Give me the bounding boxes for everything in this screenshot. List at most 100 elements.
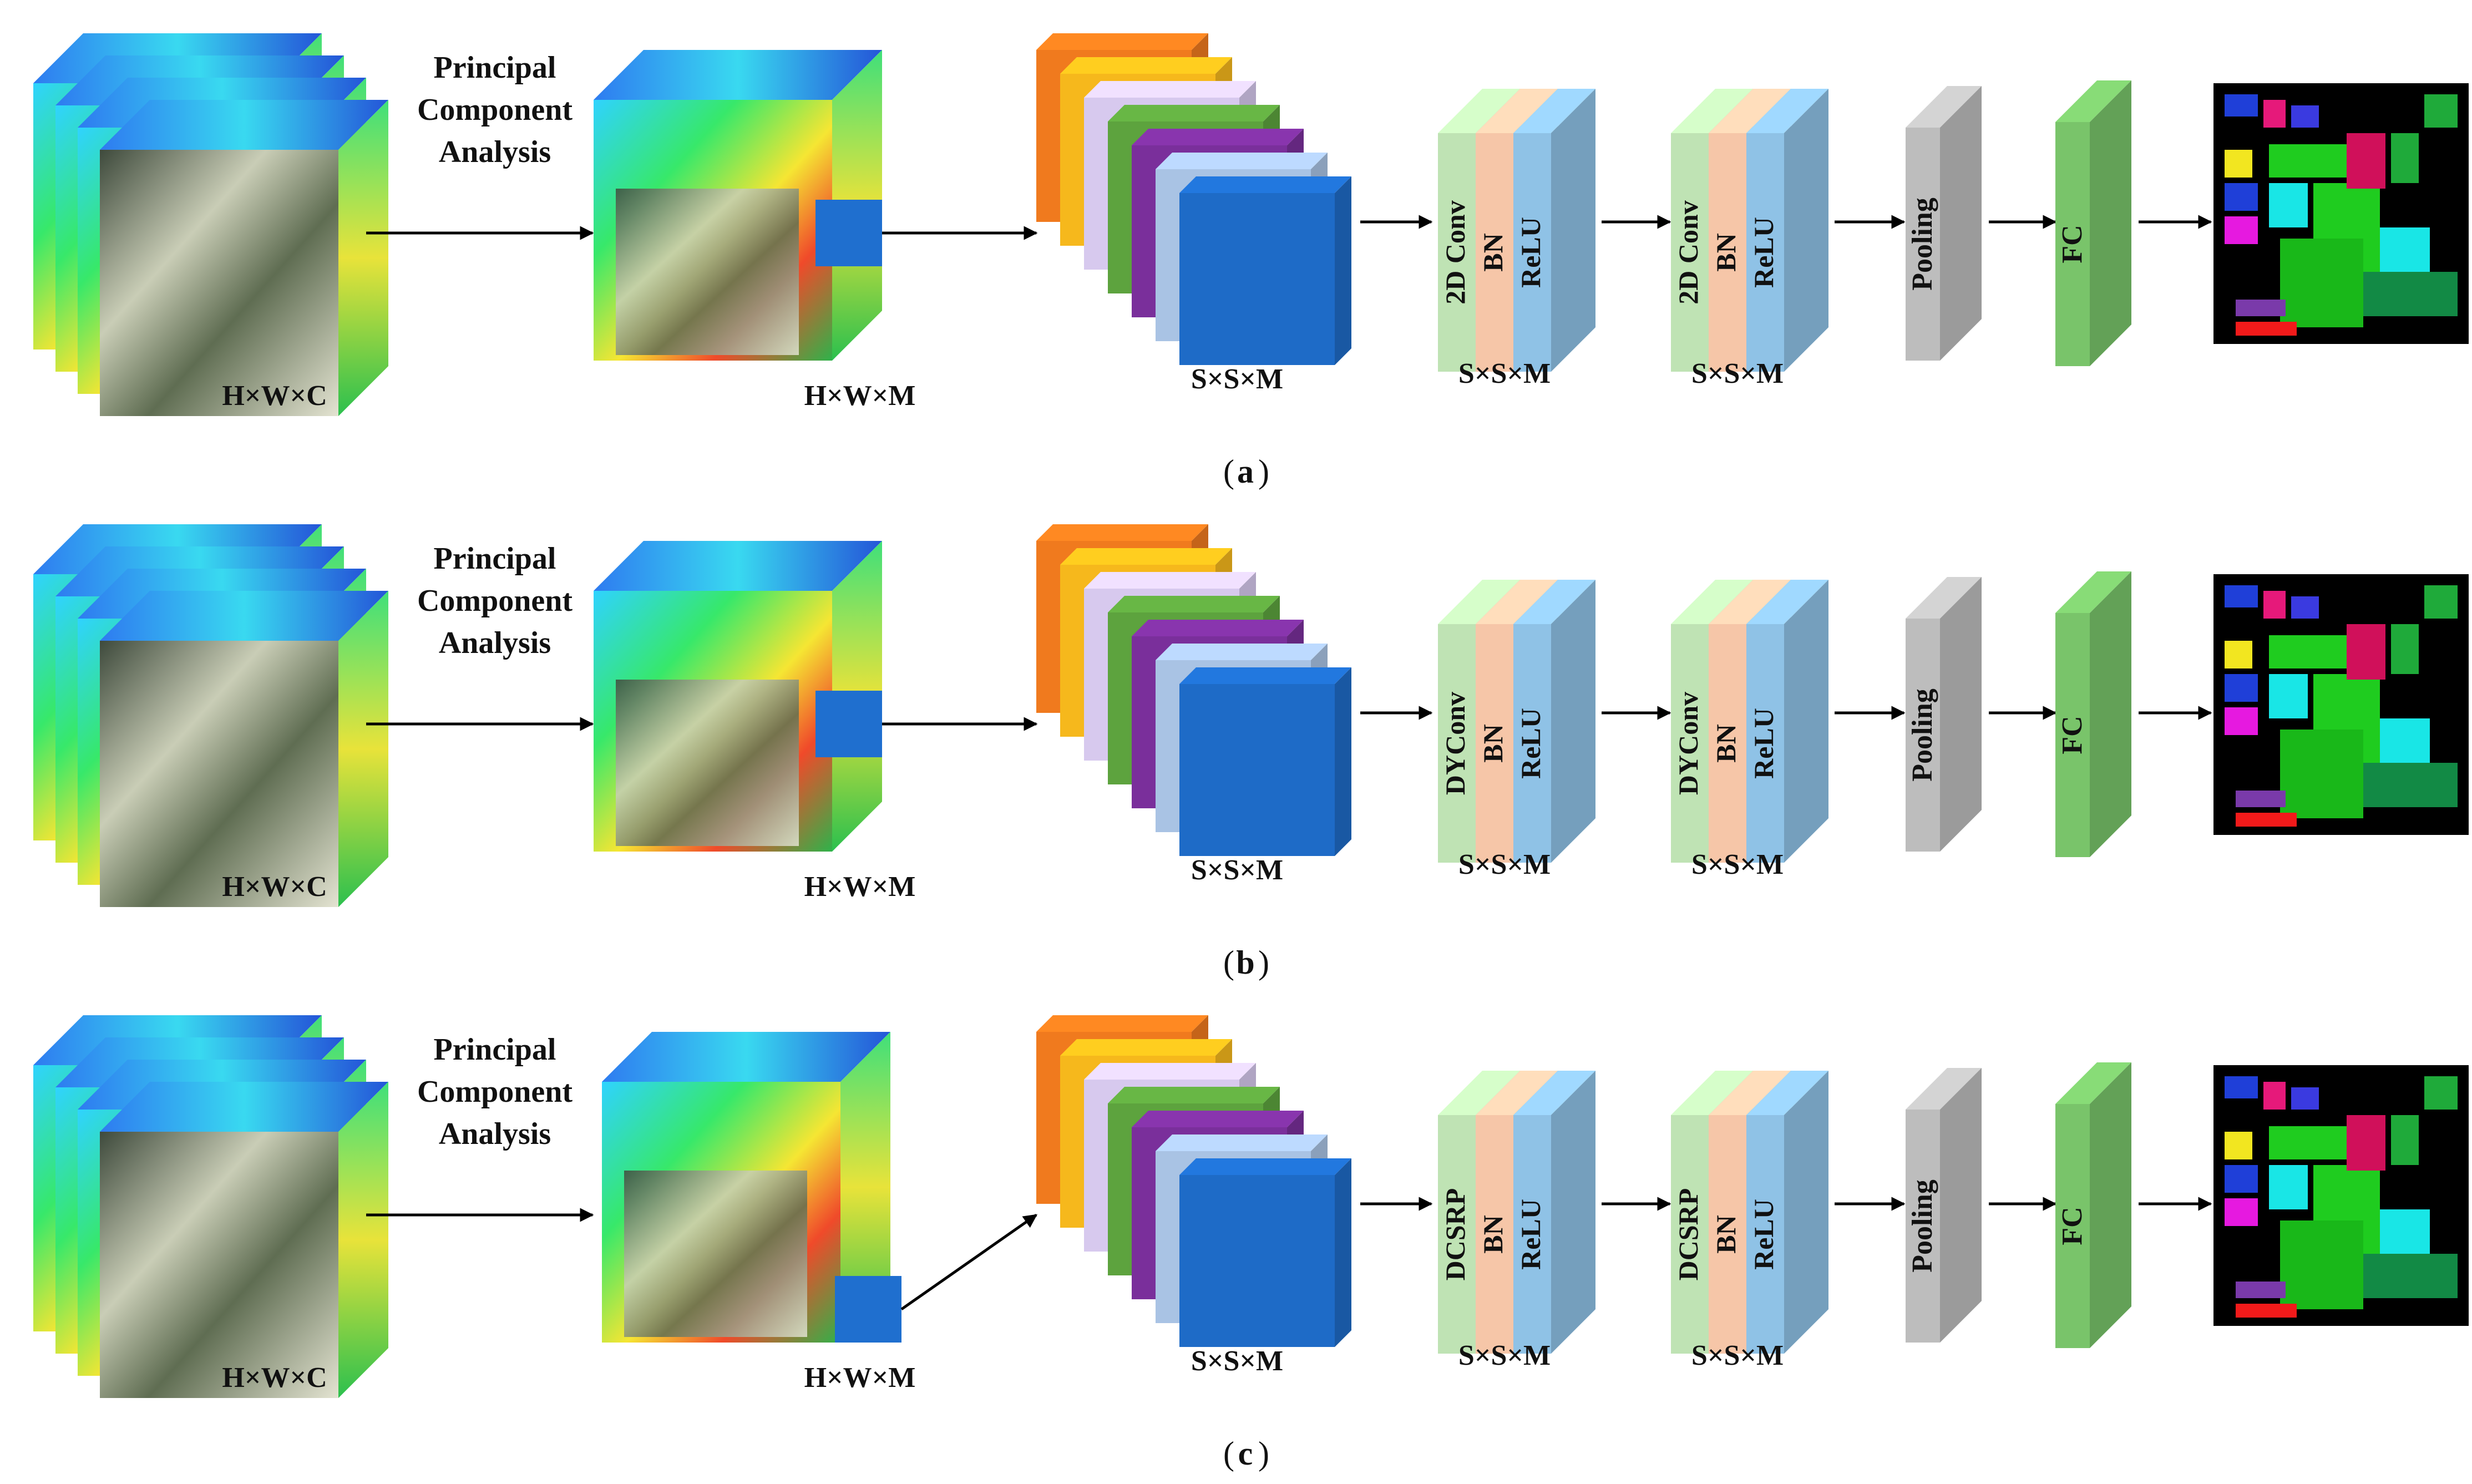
caption-close-paren: ): [1258, 944, 1269, 981]
map-class-region: [2225, 641, 2252, 668]
patch-stack-layer-top: [1108, 105, 1280, 121]
map-class-region: [2225, 94, 2258, 117]
patch-stack-layer-front: [1179, 193, 1335, 365]
fc-layer-front: [2055, 1104, 2090, 1348]
relu-layer: [1513, 580, 1595, 863]
conv-layer-front: [1671, 1115, 1709, 1354]
relu-layer-front: [1746, 133, 1784, 372]
map-class-region: [2236, 813, 2297, 827]
relu-layer-top: [1513, 1071, 1595, 1115]
pooling-label: Pooling: [1907, 197, 1938, 291]
pca-top-face: [602, 1032, 890, 1082]
map-class-region: [2225, 1165, 2258, 1193]
relu-layer-label: ReLU: [1515, 217, 1546, 288]
pca-aerial-overlay: [616, 680, 799, 846]
map-class-region: [2236, 300, 2286, 316]
conv-layer-front: [1438, 1115, 1476, 1354]
conv-layer-top: [1671, 1071, 1753, 1115]
pooling-layer-front: [1906, 619, 1940, 852]
map-class-region: [2391, 1115, 2419, 1165]
pca-aerial-overlay: [624, 1171, 807, 1337]
pca-dimension-label: H×W×M: [804, 1362, 916, 1394]
fc-layer-side: [2090, 80, 2131, 366]
input-dimension-label: H×W×C: [222, 871, 327, 903]
bn-layer-top: [1476, 89, 1558, 133]
pca-label-line: Component: [417, 93, 573, 127]
map-class-region: [2225, 1076, 2258, 1098]
map-class-region: [2269, 1165, 2308, 1209]
map-class-region: [2380, 718, 2430, 763]
relu-layer-top: [1513, 89, 1595, 133]
conv-layer-top: [1438, 580, 1520, 624]
pooling-layer-front: [1906, 128, 1940, 361]
patch-stack-layer-top: [1179, 1158, 1351, 1175]
map-class-region: [2269, 674, 2308, 718]
caption-letter: b: [1236, 944, 1254, 981]
relu-layer-label: ReLU: [1748, 1199, 1779, 1270]
conv-layer-label: 2D Conv: [1673, 200, 1704, 305]
relu-layer-front: [1746, 624, 1784, 863]
map-class-region: [2380, 227, 2430, 272]
relu-layer-label: ReLU: [1748, 217, 1779, 288]
conv-layer-front: [1438, 133, 1476, 372]
pca-label-line: Principal: [434, 541, 556, 576]
bn-layer-top: [1476, 1071, 1558, 1115]
hsi-front-face: [100, 641, 338, 907]
relu-layer: [1513, 89, 1595, 372]
map-class-region: [2380, 1209, 2430, 1254]
pipeline-row-b: H×W×CPrincipalComponentAnalysisH×W×MS×S×…: [33, 524, 2469, 981]
pca-label-line: Principal: [434, 1032, 556, 1067]
patch-stack-layer-top: [1132, 620, 1304, 636]
pooling-layer-side: [1940, 86, 1982, 361]
block-dimension-label: S×S×M: [1458, 1340, 1551, 1371]
patch-stack-layer-top: [1060, 57, 1232, 74]
hsi-front-face: [100, 1132, 338, 1398]
pooling-layer-front: [1906, 1110, 1940, 1343]
map-class-region: [2225, 1198, 2258, 1226]
map-class-region: [2347, 1115, 2385, 1171]
map-class-region: [2280, 730, 2363, 818]
conv-layer-label: DYConv: [1440, 692, 1471, 795]
map-class-region: [2280, 1220, 2363, 1309]
map-class-region: [2363, 1254, 2458, 1298]
patch-dimension-label: S×S×M: [1191, 854, 1283, 886]
bn-layer-front: [1709, 1115, 1746, 1354]
map-class-region: [2280, 239, 2363, 327]
map-class-region: [2236, 322, 2297, 336]
relu-layer-label: ReLU: [1515, 1199, 1546, 1270]
subfigure-caption: (a): [1223, 453, 1269, 490]
patch-stack-layer-top: [1036, 33, 1208, 50]
relu-layer-top: [1746, 89, 1828, 133]
pca-label-line: Analysis: [439, 626, 551, 660]
patch-stack-layer-front: [1179, 1175, 1335, 1347]
patch-stack-layer-top: [1179, 176, 1351, 193]
sample-patch: [835, 1276, 901, 1343]
patch-stack-layer: [1179, 667, 1351, 856]
conv-layer-label: 2D Conv: [1440, 200, 1471, 305]
bn-layer-top: [1709, 89, 1791, 133]
relu-layer-top: [1513, 580, 1595, 624]
relu-layer-front: [1513, 624, 1551, 863]
caption-open-paren: (: [1223, 1435, 1234, 1472]
fc-layer-top: [2055, 1062, 2131, 1104]
patch-stack-layer: [1179, 1158, 1351, 1347]
fc-layer: [2055, 571, 2131, 857]
relu-layer-side: [1551, 580, 1595, 863]
map-class-region: [2225, 585, 2258, 607]
map-class-region: [2363, 272, 2458, 316]
map-class-region: [2291, 105, 2319, 128]
patch-stack: [1036, 1015, 1351, 1347]
fc-layer: [2055, 80, 2131, 366]
map-class-region: [2269, 183, 2308, 227]
relu-layer-front: [1746, 1115, 1784, 1354]
caption-open-paren: (: [1223, 944, 1234, 981]
fc-label: FC: [2056, 225, 2088, 263]
relu-layer-side: [1784, 1071, 1828, 1354]
relu-layer-top: [1746, 1071, 1828, 1115]
map-class-region: [2225, 183, 2258, 211]
bn-layer-label: BN: [1477, 233, 1508, 271]
block-dimension-label: S×S×M: [1691, 358, 1784, 389]
